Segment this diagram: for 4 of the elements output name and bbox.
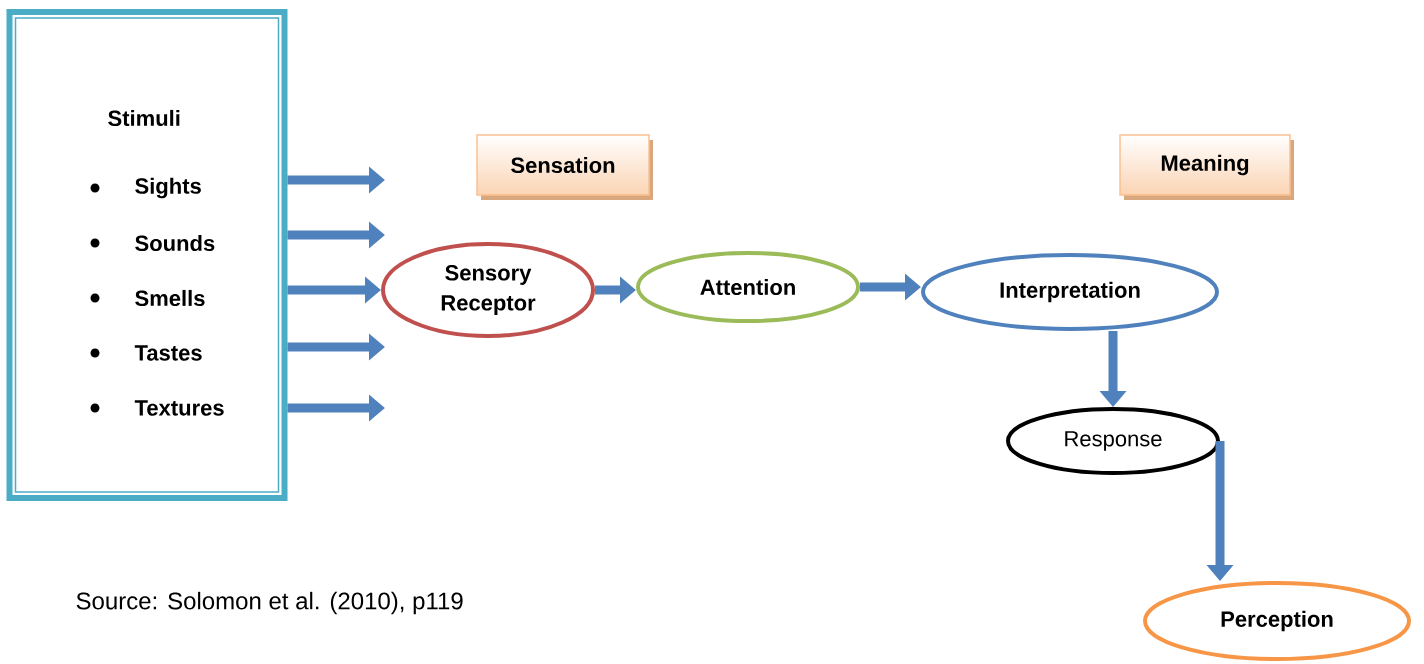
label-box: Sensation — [476, 134, 653, 200]
label-box: Meaning — [1119, 134, 1294, 200]
stimuli-box: Stimuli Sights Sounds Smells Tastes Textures — [6, 9, 288, 501]
caption: Source: Solomon et al. (2010), p119 — [76, 591, 463, 615]
